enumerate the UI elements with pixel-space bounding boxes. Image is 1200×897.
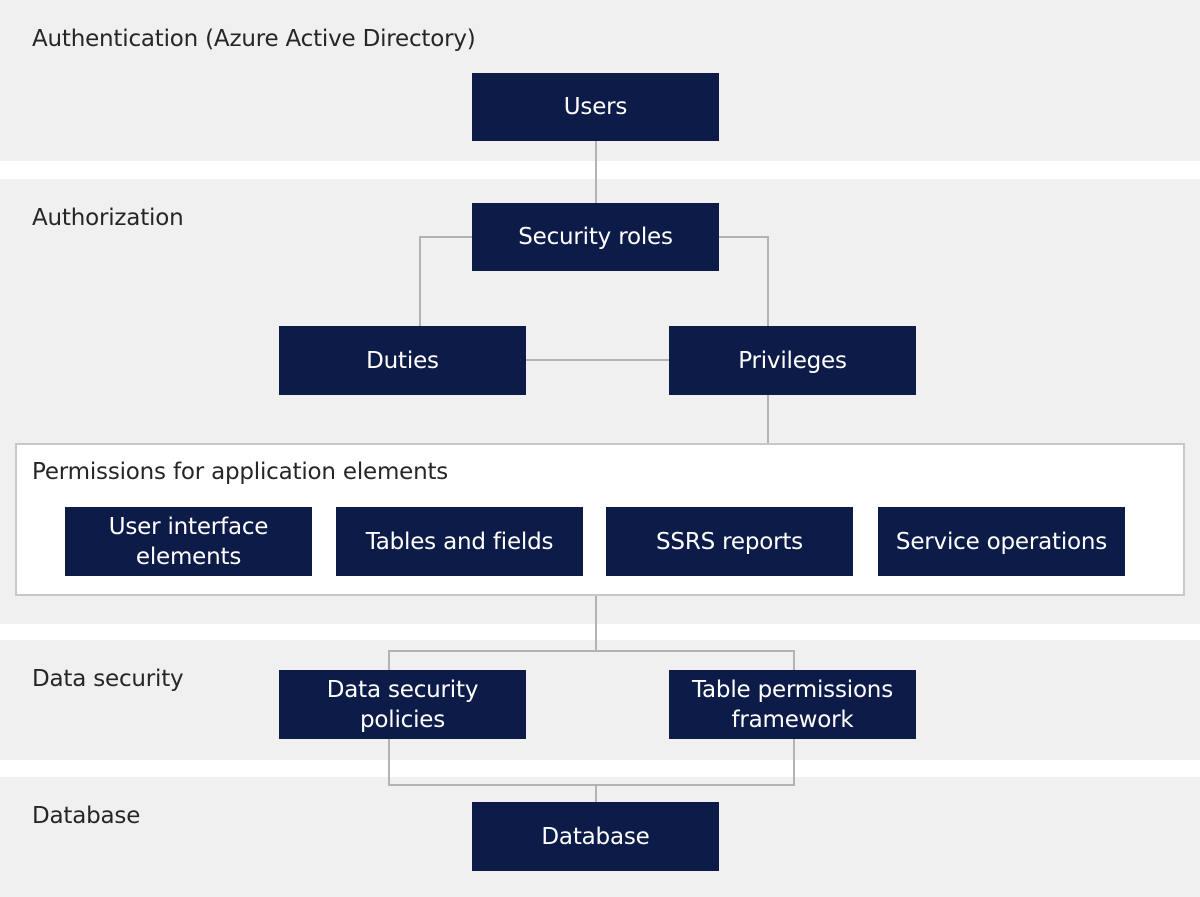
database-node: Database (472, 802, 719, 871)
permission-service-operations-node: Service operations (878, 507, 1125, 576)
data-security-policies-node: Data security policies (279, 670, 526, 739)
authentication-label: Authentication (Azure Active Directory) (32, 26, 476, 52)
permissions-title: Permissions for application elements (32, 459, 449, 485)
permission-tables-fields-node: Tables and fields (336, 507, 583, 576)
connector-datasecurity-bottom (388, 739, 795, 786)
permission-ssrs-reports-node: SSRS reports (606, 507, 853, 576)
authorization-label: Authorization (32, 205, 184, 231)
data-security-label: Data security (32, 666, 184, 692)
database-label: Database (32, 803, 141, 829)
table-permissions-framework-node: Table permissions framework (669, 670, 916, 739)
permission-ui-elements-node: User interface elements (65, 507, 312, 576)
connector-roles-duties (419, 236, 472, 326)
security-roles-node: Security roles (472, 203, 719, 271)
band-data-security (0, 640, 1200, 760)
connector-datasecurity-top (388, 650, 795, 670)
duties-node: Duties (279, 326, 526, 395)
connector-roles-privileges (719, 236, 769, 326)
users-node: Users (472, 73, 719, 141)
privileges-node: Privileges (669, 326, 916, 395)
